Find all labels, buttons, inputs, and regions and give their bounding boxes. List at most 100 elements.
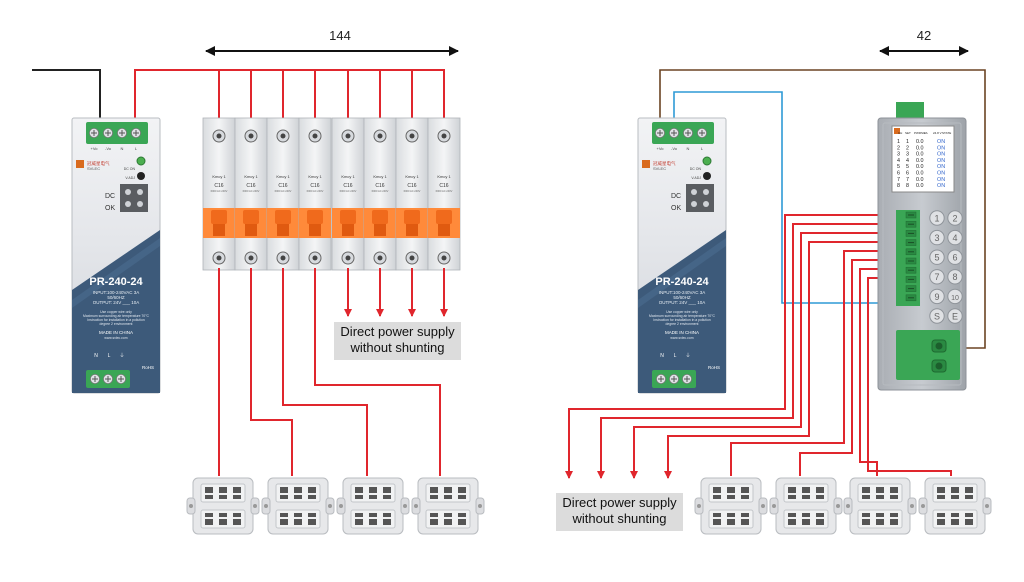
module-power-terminal — [896, 330, 960, 380]
note-line: without shunting — [572, 511, 667, 526]
breaker-brand: Kmcy 1 — [212, 174, 226, 179]
psu-right-warn: degree 2 environment — [666, 322, 699, 326]
socket-right-4 — [918, 477, 992, 535]
psu-left-ok-label: OK — [105, 205, 115, 212]
lcd-cell: 4 — [897, 158, 900, 164]
note-line: without shunting — [350, 340, 445, 355]
module-output-wire — [565, 214, 906, 479]
module-button-label: 10 — [951, 295, 959, 302]
psu-right-input-terminal — [652, 122, 714, 144]
module-button-8[interactable]: 8 — [947, 269, 963, 285]
psu-left-warn: Use copper wire only — [100, 310, 132, 314]
lcd-cell: 3 — [897, 152, 900, 158]
breaker-toggle — [340, 210, 356, 224]
lcd-header: I/A — [924, 131, 928, 135]
psu-left-made: MADE IN CHINA — [99, 330, 133, 335]
breaker-rating: C16 — [439, 183, 448, 189]
psu-right-input2: 50/60HZ — [673, 295, 691, 300]
psu-left-web: www.svlec.com — [104, 336, 127, 340]
lcd-cell: 0.0 — [916, 164, 924, 170]
psu-left-term-label: +Vo — [90, 146, 98, 151]
dimension-label-left: 144 — [329, 28, 351, 43]
psu-right-adj-label: V.ADJ — [691, 176, 701, 180]
module-button-10[interactable]: 10 — [947, 288, 963, 305]
psu-left-bottom-label: N — [94, 353, 98, 359]
psu-right-rohs: RoHS — [708, 365, 720, 370]
brand-logo — [76, 160, 84, 168]
module-button-label: 5 — [934, 253, 939, 263]
psu-right-made: MADE IN CHINA — [665, 330, 699, 335]
lcd-cell: 1 — [897, 139, 900, 145]
voltage-adjust-knob — [703, 172, 711, 180]
black-wire-input — [32, 69, 101, 120]
module-output-wire — [597, 223, 906, 479]
module-button-6[interactable]: 6 — [947, 249, 963, 265]
socket-right-2 — [769, 477, 843, 535]
red-drops-left — [218, 70, 413, 121]
breaker-toggle — [404, 210, 420, 224]
led-indicator — [136, 156, 146, 166]
psu-left-term-label: L — [135, 146, 138, 151]
psu-left-warn: degree 2 environment — [100, 322, 133, 326]
psu-left-adj-label: V.ADJ — [125, 176, 135, 180]
led-indicator — [702, 156, 712, 166]
lcd-cell: ON — [937, 152, 945, 158]
psu-right-term-label: +Vo — [656, 146, 664, 151]
socket-left-3 — [336, 477, 410, 535]
breaker-brand: Kmcy 1 — [373, 174, 387, 179]
breaker-curve: 6000 AC 240V — [275, 189, 292, 193]
module-button-3[interactable]: 3 — [929, 229, 945, 246]
lcd-cell: 0.0 — [916, 139, 924, 145]
psu-right-web: www.svlec.com — [670, 336, 693, 340]
module-button-5[interactable]: 5 — [929, 249, 945, 265]
breaker-rating: C16 — [407, 183, 416, 189]
psu-right-led-label: DC ON — [690, 167, 702, 171]
module-top-connector — [896, 102, 924, 118]
breaker-brand: Kmcy 1 — [341, 174, 355, 179]
psu-left-input-terminal — [86, 122, 148, 144]
lcd-header: STATE — [942, 131, 951, 135]
note-line: Direct power supply — [340, 324, 455, 339]
module-output-wire — [799, 259, 906, 476]
lcd-cell: ON — [937, 164, 945, 170]
module-button-2[interactable]: 2 — [947, 210, 963, 226]
breaker-curve: 6000 AC 240V — [436, 189, 453, 193]
psu-right-ok-label: OK — [671, 205, 681, 212]
module-button-9[interactable]: 9 — [929, 288, 945, 305]
psu-right-term-label: N — [687, 146, 690, 151]
psu-right-bottom-label: N — [660, 353, 664, 359]
psu-left-bottom-label: ⏚ — [119, 352, 124, 359]
power-supply-right: +Vo -Vo N L 冠威星电气 SVLEC DC ON V.ADJ DC O… — [637, 117, 727, 394]
module-output-wire — [630, 232, 906, 479]
breaker-toggle — [307, 210, 323, 224]
module-button-7[interactable]: 7 — [929, 269, 945, 285]
psu-right-model: PR-240-24 — [655, 276, 709, 288]
breaker-brand: Kmcy 1 — [437, 174, 451, 179]
psu-left-term-label: N — [121, 146, 124, 151]
psu-right-term-label: -Vo — [671, 146, 678, 151]
breaker-toggle — [372, 210, 388, 224]
module-button-E[interactable]: E — [947, 308, 963, 324]
psu-right-bottom-label: ⏚ — [685, 352, 690, 359]
note-line: Direct power supply — [562, 495, 677, 510]
lcd-cell: 7 — [897, 177, 900, 183]
module-button-S[interactable]: S — [929, 308, 945, 324]
psu-right-warn: Maximum surrounding air temperature 70°C — [649, 314, 716, 318]
psu-left-brand-cn: 冠威星电气 — [87, 160, 110, 167]
breaker-brand: Kmcy 1 — [308, 174, 322, 179]
module-button-label: 6 — [952, 253, 957, 263]
psu-right-output: OUTPUT: 24V ___ 10A — [659, 300, 706, 305]
module-button-4[interactable]: 4 — [947, 229, 963, 246]
relay-contact-block — [686, 184, 714, 212]
module-button-1[interactable]: 1 — [929, 210, 945, 226]
psu-left-term-label: -Vo — [105, 146, 112, 151]
socket-right-3 — [843, 477, 917, 535]
psu-right-warn: Use copper wire only — [666, 310, 698, 314]
psu-right-brand-cn: 冠威星电气 — [653, 160, 676, 167]
